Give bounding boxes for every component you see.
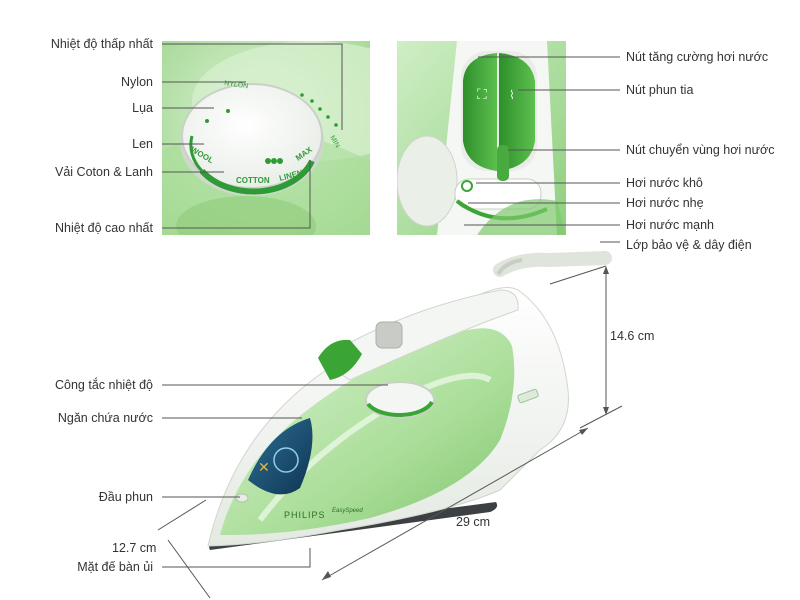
label-cotton-linen: Vải Coton & Lanh xyxy=(55,165,153,179)
label-steam-boost: Nút tăng cường hơi nước xyxy=(626,50,769,64)
label-max-temp: Nhiệt độ cao nhất xyxy=(55,221,153,235)
dial-cotton-text: COTTON xyxy=(236,176,270,185)
temperature-dial-photo: NYLON MIN WOOL MAX COTTON LINEN xyxy=(162,41,370,235)
label-dry-steam: Hơi nước khô xyxy=(626,176,703,190)
label-strong-steam: Hơi nước mạnh xyxy=(626,218,714,232)
svg-text:✕: ✕ xyxy=(258,460,270,476)
label-spray-button: Nút phun tia xyxy=(626,83,694,97)
dimension-height: 14.6 cm xyxy=(610,329,655,343)
label-wool: Len xyxy=(132,137,153,151)
steam-controls-photo: ⛶ ⌇ xyxy=(397,41,566,235)
svg-text:⌇: ⌇ xyxy=(509,88,515,102)
brand-name-text: PHILIPS xyxy=(284,510,326,520)
model-name-text: EasySpeed xyxy=(332,508,363,514)
label-water-tank: Ngăn chứa nước xyxy=(57,411,153,425)
label-steam-zone-switch: Nút chuyển vùng hơi nước xyxy=(626,143,775,157)
dimension-width: 12.7 cm xyxy=(112,541,157,555)
label-min-temp: Nhiệt độ thấp nhất xyxy=(50,37,153,51)
svg-text:⛶: ⛶ xyxy=(477,87,487,103)
dimension-length: 29 cm xyxy=(456,515,491,529)
iron-main-photo: ✕ PHILIPS EasySpeed xyxy=(200,250,620,560)
label-silk: Lụa xyxy=(132,101,153,115)
label-soleplate: Mặt đế bàn ủi xyxy=(77,560,153,574)
label-nylon: Nylon xyxy=(121,75,153,89)
label-light-steam: Hơi nước nhẹ xyxy=(626,196,704,210)
label-temp-switch: Công tắc nhiệt độ xyxy=(55,378,153,392)
dial-nylon-text: NYLON xyxy=(224,80,249,90)
label-spray-nozzle: Đầu phun xyxy=(98,490,153,504)
label-cord-protection: Lớp bảo vệ & dây điện xyxy=(626,238,752,252)
